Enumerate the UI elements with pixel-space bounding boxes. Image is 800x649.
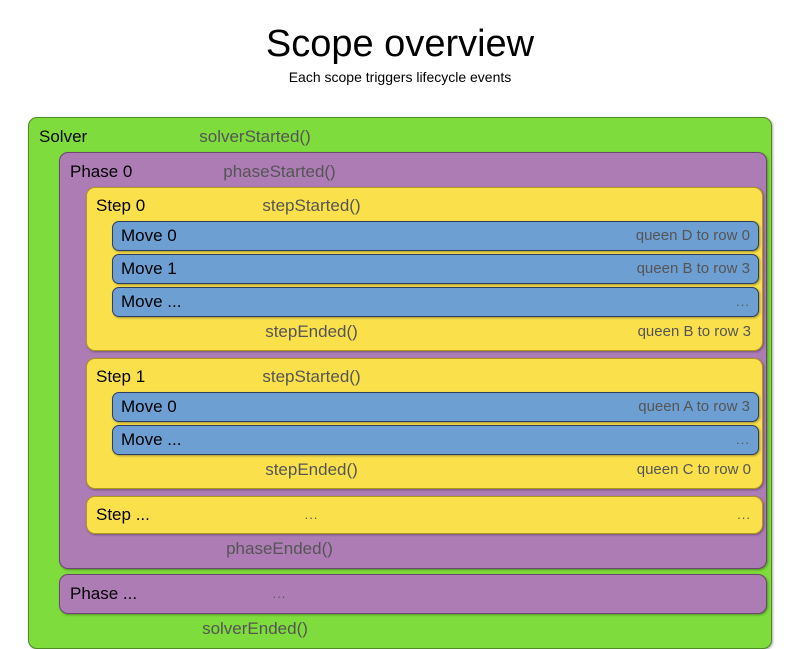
move-detail: ... — [736, 294, 750, 309]
move-scope[interactable]: Move ... ... — [112, 425, 759, 455]
move-row: Move 0 queen D to row 0 — [113, 222, 758, 250]
page-header: Scope overview Each scope triggers lifec… — [0, 0, 800, 86]
move-scope[interactable]: Move 0 queen A to row 3 — [112, 392, 759, 422]
move-row: Move 1 queen B to row 3 — [113, 255, 758, 283]
step-header-row: Step 0 stepStarted() — [90, 191, 759, 221]
solver-footer-row: solverEnded() — [33, 614, 767, 644]
step-ended-detail: queen C to row 0 — [636, 461, 751, 478]
step-ellipsis-detail: ... — [737, 507, 751, 522]
page-subtitle: Each scope triggers lifecycle events — [288, 69, 512, 85]
page-title: Scope overview — [265, 23, 535, 65]
move-label: Move 1 — [121, 259, 177, 278]
step-ended-event: stepEnded() — [265, 460, 358, 479]
move-label: Move 0 — [121, 226, 177, 245]
phase-scope-0[interactable]: Phase 0 phaseStarted() Step 0 stepStarte… — [59, 152, 767, 569]
move-detail: queen A to row 3 — [638, 398, 750, 415]
move-scope[interactable]: Move ... ... — [112, 287, 759, 317]
step-label: Step 0 — [96, 196, 146, 215]
step-scope-ellipsis[interactable]: Step ... ... ... — [86, 496, 763, 534]
step-started-event: stepStarted() — [262, 196, 361, 215]
step-ellipsis-center: ... — [304, 507, 319, 522]
phase-children: Step 0 stepStarted() Move 0 queen D to r… — [86, 187, 763, 534]
move-detail: queen B to row 3 — [636, 260, 750, 277]
phase-footer-row: phaseEnded() — [64, 534, 763, 564]
move-scope[interactable]: Move 1 queen B to row 3 — [112, 254, 759, 284]
step-children: Move 0 queen A to row 3 Move ... ... — [112, 392, 759, 455]
step-scope-1[interactable]: Step 1 stepStarted() Move 0 queen A to r… — [86, 358, 763, 489]
phase-label: Phase ... — [70, 584, 138, 603]
step-children: Move 0 queen D to row 0 Move 1 queen B t… — [112, 221, 759, 317]
phase-header-row: Phase ... ... — [64, 579, 763, 609]
step-footer-row: stepEnded() queen B to row 3 — [90, 317, 759, 347]
phase-ended-event: phaseEnded() — [226, 539, 333, 558]
step-label: Step 1 — [96, 367, 146, 386]
solver-scope[interactable]: Solver solverStarted() Phase 0 phaseStar… — [28, 117, 772, 649]
step-scope-0[interactable]: Step 0 stepStarted() Move 0 queen D to r… — [86, 187, 763, 351]
scope-diagram: Solver solverStarted() Phase 0 phaseStar… — [28, 117, 772, 649]
move-detail: ... — [736, 432, 750, 447]
move-scope[interactable]: Move 0 queen D to row 0 — [112, 221, 759, 251]
solver-label: Solver — [39, 127, 88, 146]
move-row: Move ... ... — [113, 426, 758, 454]
step-ended-event: stepEnded() — [265, 322, 358, 341]
solver-header-row: Solver solverStarted() — [33, 122, 767, 152]
phase-header-row: Phase 0 phaseStarted() — [64, 157, 763, 187]
solver-started-event: solverStarted() — [199, 127, 311, 146]
move-label: Move 0 — [121, 397, 177, 416]
move-row: Move 0 queen A to row 3 — [113, 393, 758, 421]
move-label: Move ... — [121, 292, 182, 311]
step-ended-detail: queen B to row 3 — [637, 323, 751, 340]
solver-children: Phase 0 phaseStarted() Step 0 stepStarte… — [59, 152, 767, 614]
move-label: Move ... — [121, 430, 182, 449]
phase-scope-ellipsis[interactable]: Phase ... ... — [59, 574, 767, 614]
step-started-event: stepStarted() — [262, 367, 361, 386]
move-row: Move ... ... — [113, 288, 758, 316]
step-label: Step ... — [96, 505, 150, 524]
step-footer-row: stepEnded() queen C to row 0 — [90, 455, 759, 485]
move-detail: queen D to row 0 — [635, 227, 750, 244]
phase-label: Phase 0 — [70, 162, 133, 181]
step-header-row: Step ... ... ... — [90, 500, 759, 530]
solver-ended-event: solverEnded() — [202, 619, 308, 638]
step-header-row: Step 1 stepStarted() — [90, 362, 759, 392]
